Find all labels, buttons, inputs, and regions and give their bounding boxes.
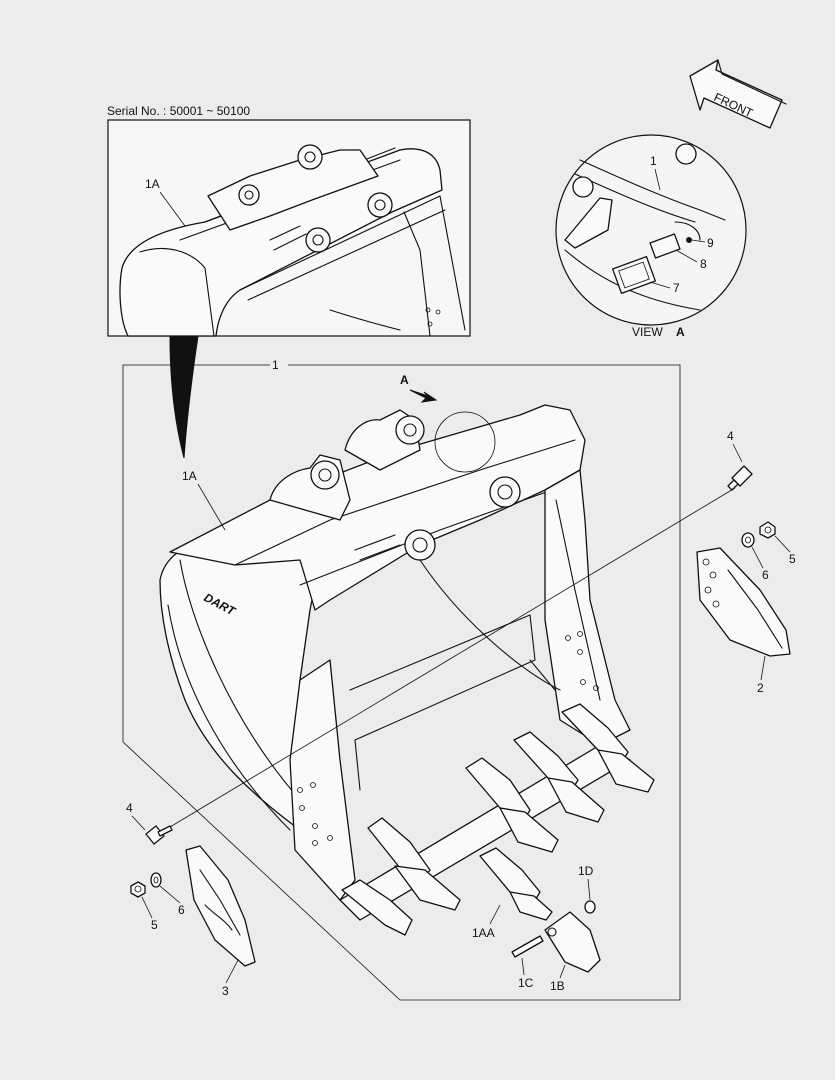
side-cutter-2 bbox=[696, 547, 791, 657]
lock-1d bbox=[584, 900, 596, 914]
tooth bbox=[341, 879, 413, 936]
callout-4-left: 4 bbox=[126, 801, 133, 815]
view-a-letter: A bbox=[676, 325, 685, 339]
callout-9: 9 bbox=[707, 236, 714, 250]
callout-1a-top: 1A bbox=[145, 177, 160, 191]
tooth bbox=[465, 757, 559, 853]
callout-4-right: 4 bbox=[727, 429, 734, 443]
callout-2: 2 bbox=[757, 681, 764, 695]
callout-5-right: 5 bbox=[789, 552, 796, 566]
tooth bbox=[367, 817, 461, 911]
tooth bbox=[513, 731, 605, 823]
callout-1a-main: 1A bbox=[182, 469, 197, 483]
part-8-plate bbox=[649, 233, 681, 259]
bolt-4-right bbox=[727, 465, 753, 491]
inset-bucket-top bbox=[119, 144, 466, 337]
assembly-frame bbox=[122, 364, 681, 1001]
view-a-detail bbox=[555, 134, 747, 326]
arrow-a-label: A bbox=[400, 373, 409, 387]
view-a-prefix: VIEW bbox=[632, 325, 663, 339]
tooth-1aa bbox=[479, 847, 553, 921]
callout-1-view: 1 bbox=[650, 154, 657, 168]
side-cutter-3 bbox=[185, 845, 256, 967]
serial-number: Serial No. : 50001 ~ 50100 bbox=[107, 104, 250, 118]
adapter-1b bbox=[544, 911, 601, 973]
callout-8: 8 bbox=[700, 257, 707, 271]
callout-7: 7 bbox=[673, 281, 680, 295]
washer-6-left bbox=[150, 872, 162, 888]
bolt-4-left bbox=[145, 825, 173, 845]
callout-1-main: 1 bbox=[272, 358, 279, 372]
callout-1d: 1D bbox=[578, 864, 594, 878]
callout-1aa: 1AA bbox=[472, 926, 495, 940]
nut-5-left bbox=[130, 881, 146, 898]
washer-6-right bbox=[741, 532, 755, 548]
part-9-rivet bbox=[686, 237, 692, 243]
nut-5-right bbox=[759, 521, 776, 539]
callout-5-left: 5 bbox=[151, 918, 158, 932]
view-a-arrow bbox=[409, 389, 438, 403]
pin-1c bbox=[511, 935, 544, 958]
callout-3: 3 bbox=[222, 984, 229, 998]
callout-6-left: 6 bbox=[178, 903, 185, 917]
tooth bbox=[561, 703, 655, 793]
inset-connector-wedge bbox=[169, 335, 199, 459]
bucket-teeth bbox=[341, 703, 655, 936]
inset-1a-detail: Serial No. : 50001 ~ 50100 bbox=[107, 104, 471, 337]
callout-1b: 1B bbox=[550, 979, 565, 993]
front-arrow: FRONT bbox=[689, 59, 787, 129]
callout-1c: 1C bbox=[518, 976, 534, 990]
callout-6-right: 6 bbox=[762, 568, 769, 582]
